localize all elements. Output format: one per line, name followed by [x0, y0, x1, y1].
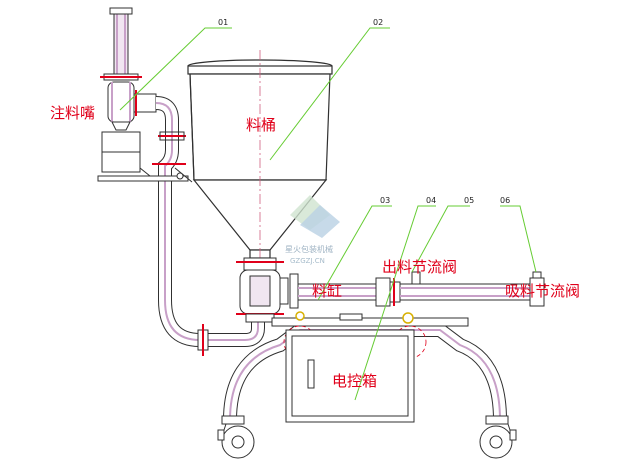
control-box: [285, 329, 415, 423]
label-outlet-valve: 出料节流阀: [382, 258, 457, 276]
callout-06: 06: [500, 196, 510, 205]
callout-04: 04: [426, 196, 436, 205]
hopper: [187, 50, 333, 260]
callout-05: 05: [464, 196, 474, 205]
material-cylinder: [297, 271, 545, 307]
label-suction-valve: 吸料节流阀: [505, 282, 580, 300]
watermark-en: GZGZJ.CN: [290, 257, 325, 265]
leader-lines: [119, 27, 537, 401]
label-cylinder: 料缸: [312, 282, 342, 300]
label-control-box: 电控箱: [332, 372, 377, 390]
label-hopper: 料桶: [246, 116, 276, 134]
callout-01: 01: [218, 18, 228, 27]
feed-pipe: [152, 96, 265, 356]
work-table: [97, 167, 193, 183]
caster-right: [479, 415, 517, 459]
caster-left: [217, 415, 255, 459]
nozzle-assembly: [100, 7, 157, 173]
callout-03: 03: [380, 196, 390, 205]
label-nozzle: 注料嘴: [50, 104, 95, 122]
pump-valve-block: [236, 257, 299, 323]
watermark-logo: 星火包装机械 GZGZJ.CN: [285, 195, 340, 265]
callout-02: 02: [373, 18, 383, 27]
watermark-cn: 星火包装机械: [285, 244, 333, 254]
